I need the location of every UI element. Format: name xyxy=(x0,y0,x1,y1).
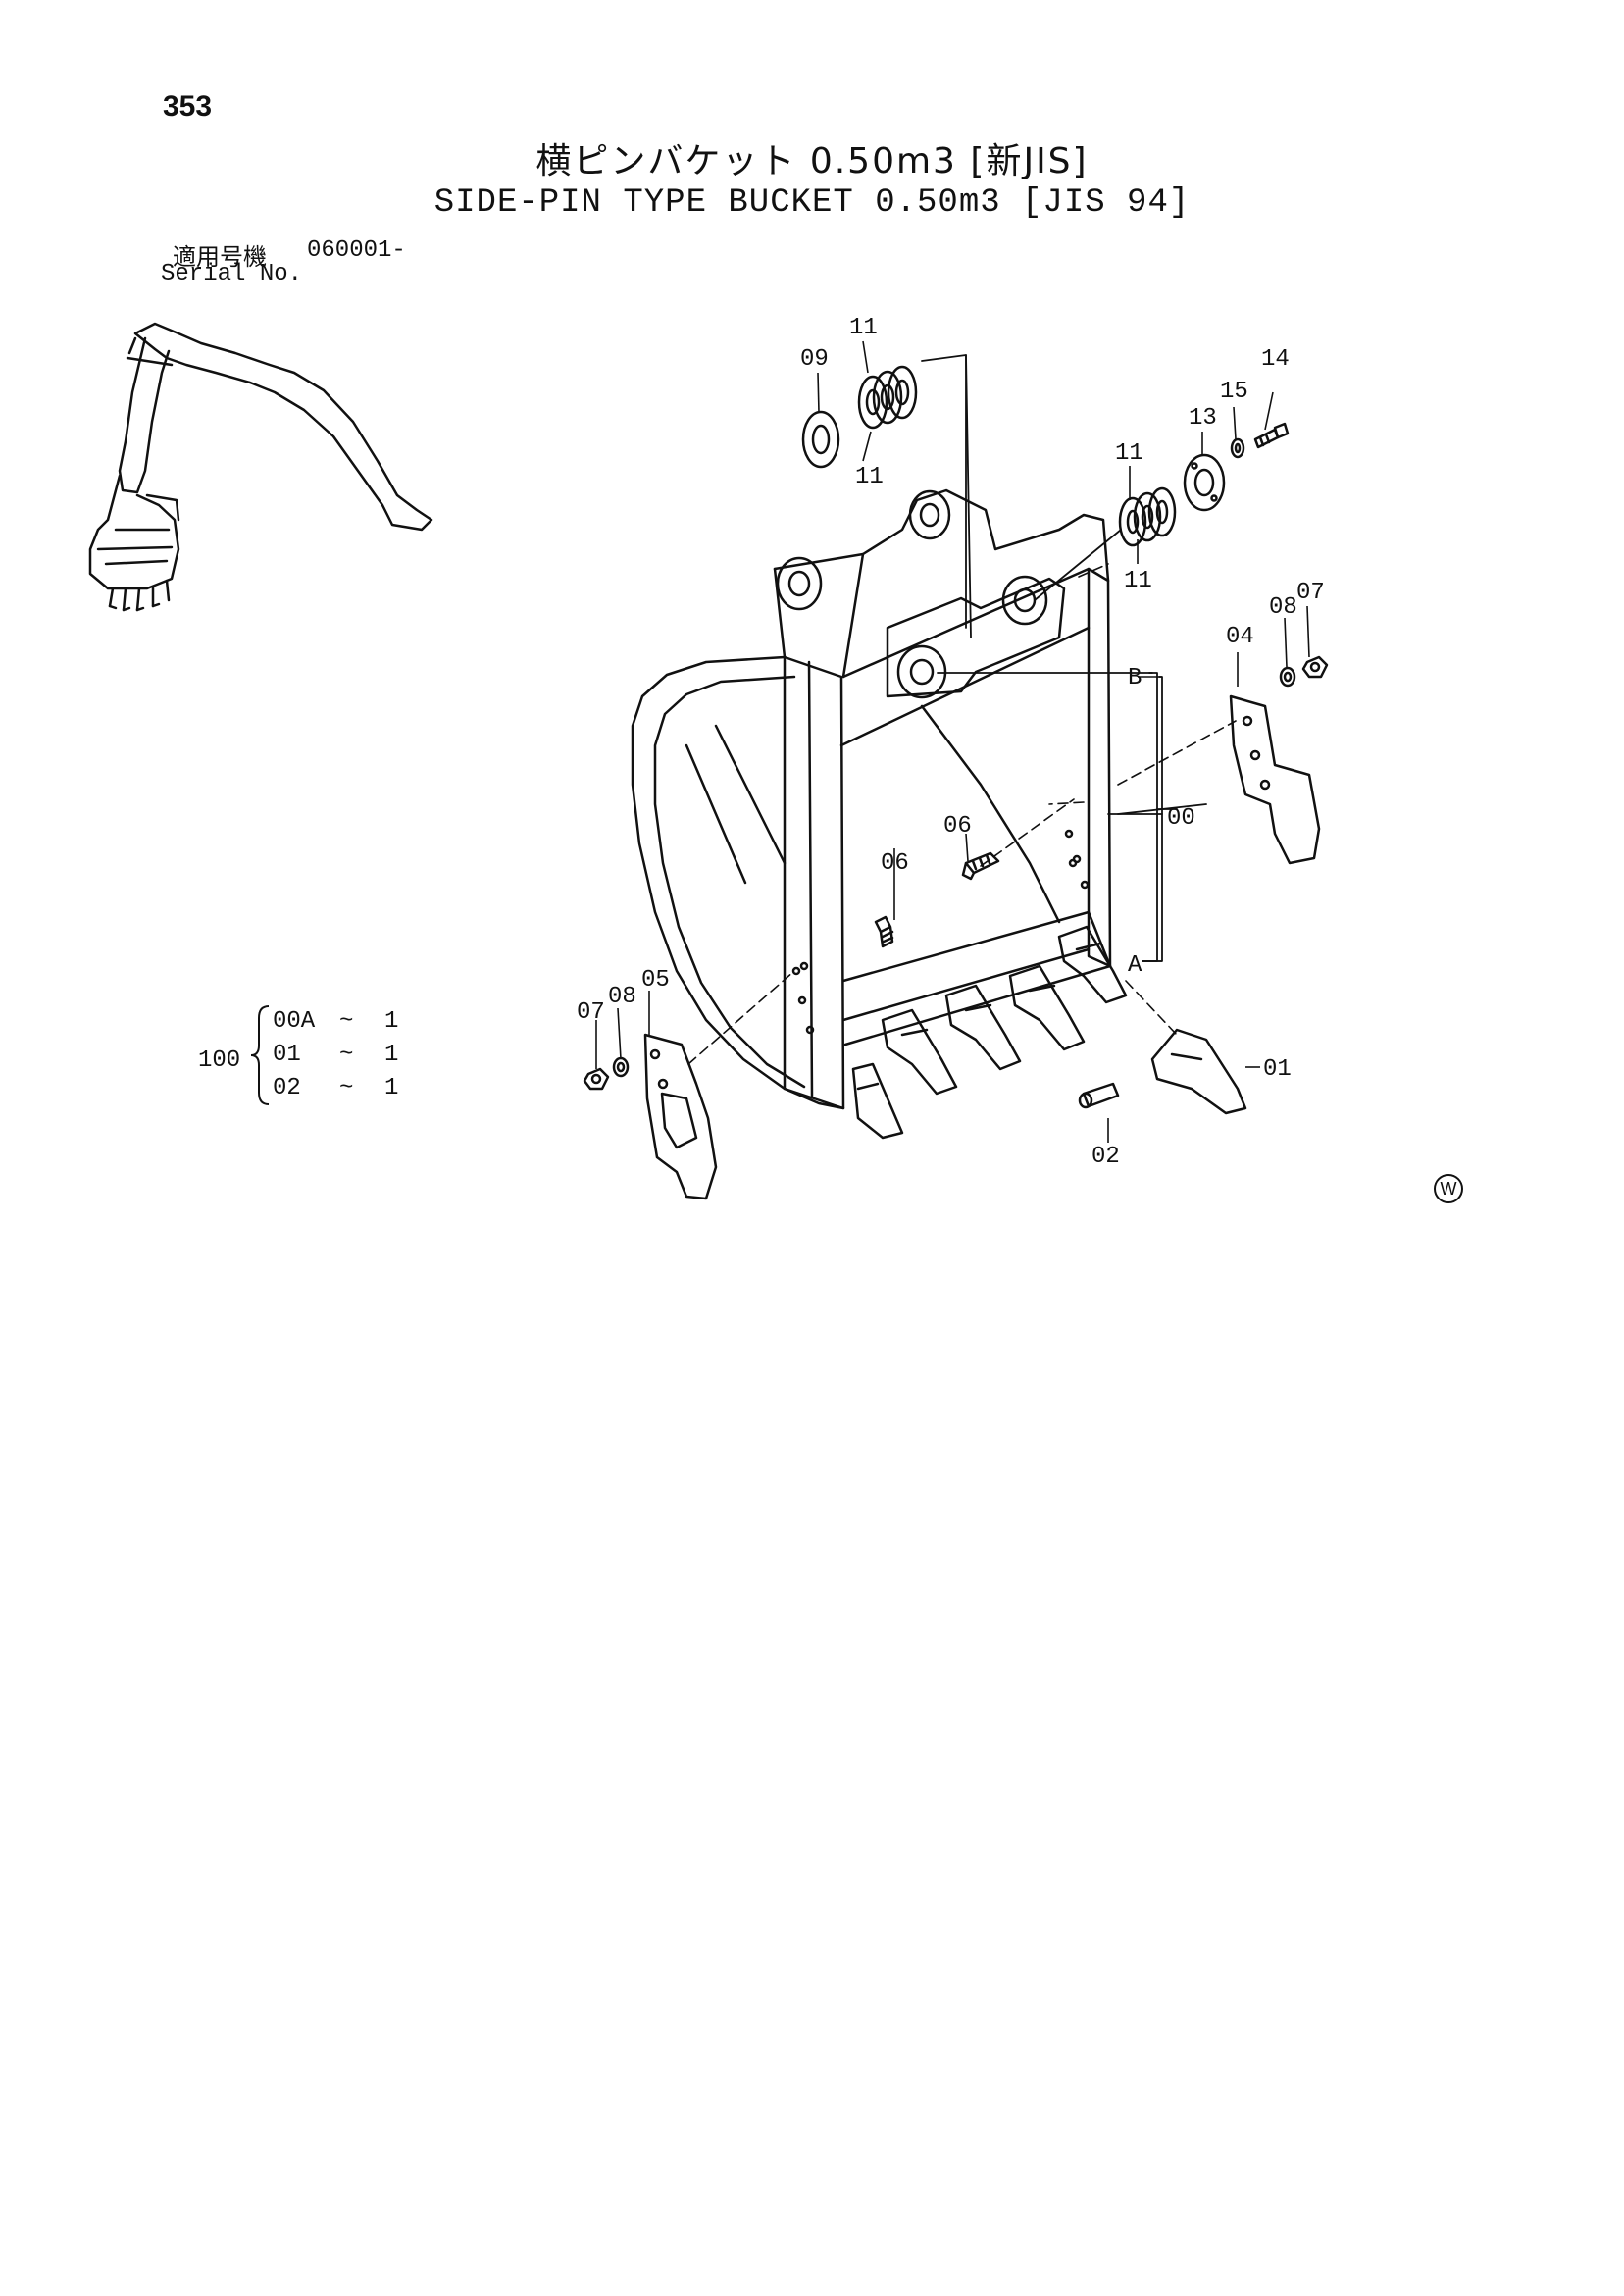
dashed-guides xyxy=(687,563,1237,1065)
callout-B: B xyxy=(1128,665,1142,691)
side-cutter-05 xyxy=(643,1033,718,1200)
tooth-part-01 xyxy=(1150,1028,1247,1115)
side-cutter-04 xyxy=(1229,694,1321,865)
assembly-row-0-sep: ~ xyxy=(339,1008,354,1035)
callout-06-upper: 06 xyxy=(943,813,972,840)
assembly-row-2-code: 02 xyxy=(273,1075,301,1101)
serial-label-english: Serial No. xyxy=(161,261,303,287)
nut-07-right xyxy=(1301,655,1329,679)
bucket-teeth xyxy=(851,925,1128,1140)
circled-w-mark-letter: W xyxy=(1440,1178,1457,1199)
page-title-english: SIDE-PIN TYPE BUCKET 0.50m3 [JIS 94] xyxy=(433,184,1191,222)
nut-07-left xyxy=(583,1067,610,1091)
callout-05: 05 xyxy=(641,967,670,994)
washer-08-right xyxy=(1279,666,1296,688)
assembly-row-2-qty: 1 xyxy=(384,1075,399,1101)
callout-11-top: 11 xyxy=(849,315,878,341)
washer-15 xyxy=(1230,437,1245,459)
ring-09 xyxy=(801,410,840,469)
assembly-number: 100 xyxy=(198,1047,241,1074)
circled-w-mark: W xyxy=(1434,1174,1463,1203)
callout-13: 13 xyxy=(1189,405,1217,432)
assembly-row-0-qty: 1 xyxy=(384,1008,399,1035)
callout-01: 01 xyxy=(1263,1056,1292,1083)
serial-number-value: 060001- xyxy=(307,237,406,264)
callout-06-lower: 06 xyxy=(881,850,909,877)
assembly-row-1-qty: 1 xyxy=(384,1042,399,1068)
excavator-thumbnail-icon xyxy=(88,322,433,612)
callout-00: 00 xyxy=(1167,805,1195,832)
callout-09: 09 xyxy=(800,346,829,373)
serial-label-japanese: 適用号機 xyxy=(173,243,267,271)
callout-04: 04 xyxy=(1226,624,1254,650)
bucket-body xyxy=(631,488,1112,1110)
washer-08-left xyxy=(612,1056,630,1078)
bolt-14 xyxy=(1253,422,1290,449)
shims-11-upper xyxy=(857,365,918,430)
callout-14: 14 xyxy=(1261,346,1290,373)
assembly-row-2-sep: ~ xyxy=(339,1075,354,1101)
page-number: 353 xyxy=(163,90,213,123)
assembly-row-1-sep: ~ xyxy=(339,1042,354,1068)
page-title-japanese: 横ピンバケット 0.50m3 [新JIS] xyxy=(535,141,1089,181)
callout-07-left: 07 xyxy=(577,999,605,1026)
callout-11-right-bottom: 11 xyxy=(1124,568,1152,594)
bolt-06-lower xyxy=(874,915,894,948)
assembly-row-1-code: 01 xyxy=(273,1042,301,1068)
assembly-brace-icon xyxy=(250,1005,270,1105)
callout-07-right: 07 xyxy=(1296,580,1325,606)
bolt-06-upper xyxy=(961,851,1000,881)
callout-08-right: 08 xyxy=(1269,594,1297,621)
callout-A: A xyxy=(1128,952,1142,979)
callout-08-left: 08 xyxy=(608,984,636,1010)
callout-11-upper-bottom: 11 xyxy=(855,464,884,490)
callout-15: 15 xyxy=(1220,379,1248,405)
pin-part-02 xyxy=(1078,1082,1120,1109)
assembly-row-0-code: 00A xyxy=(273,1008,316,1035)
callout-02: 02 xyxy=(1091,1144,1120,1170)
plate-13 xyxy=(1183,453,1226,512)
callout-11-right-top: 11 xyxy=(1115,440,1143,467)
shims-11-right xyxy=(1118,486,1177,547)
